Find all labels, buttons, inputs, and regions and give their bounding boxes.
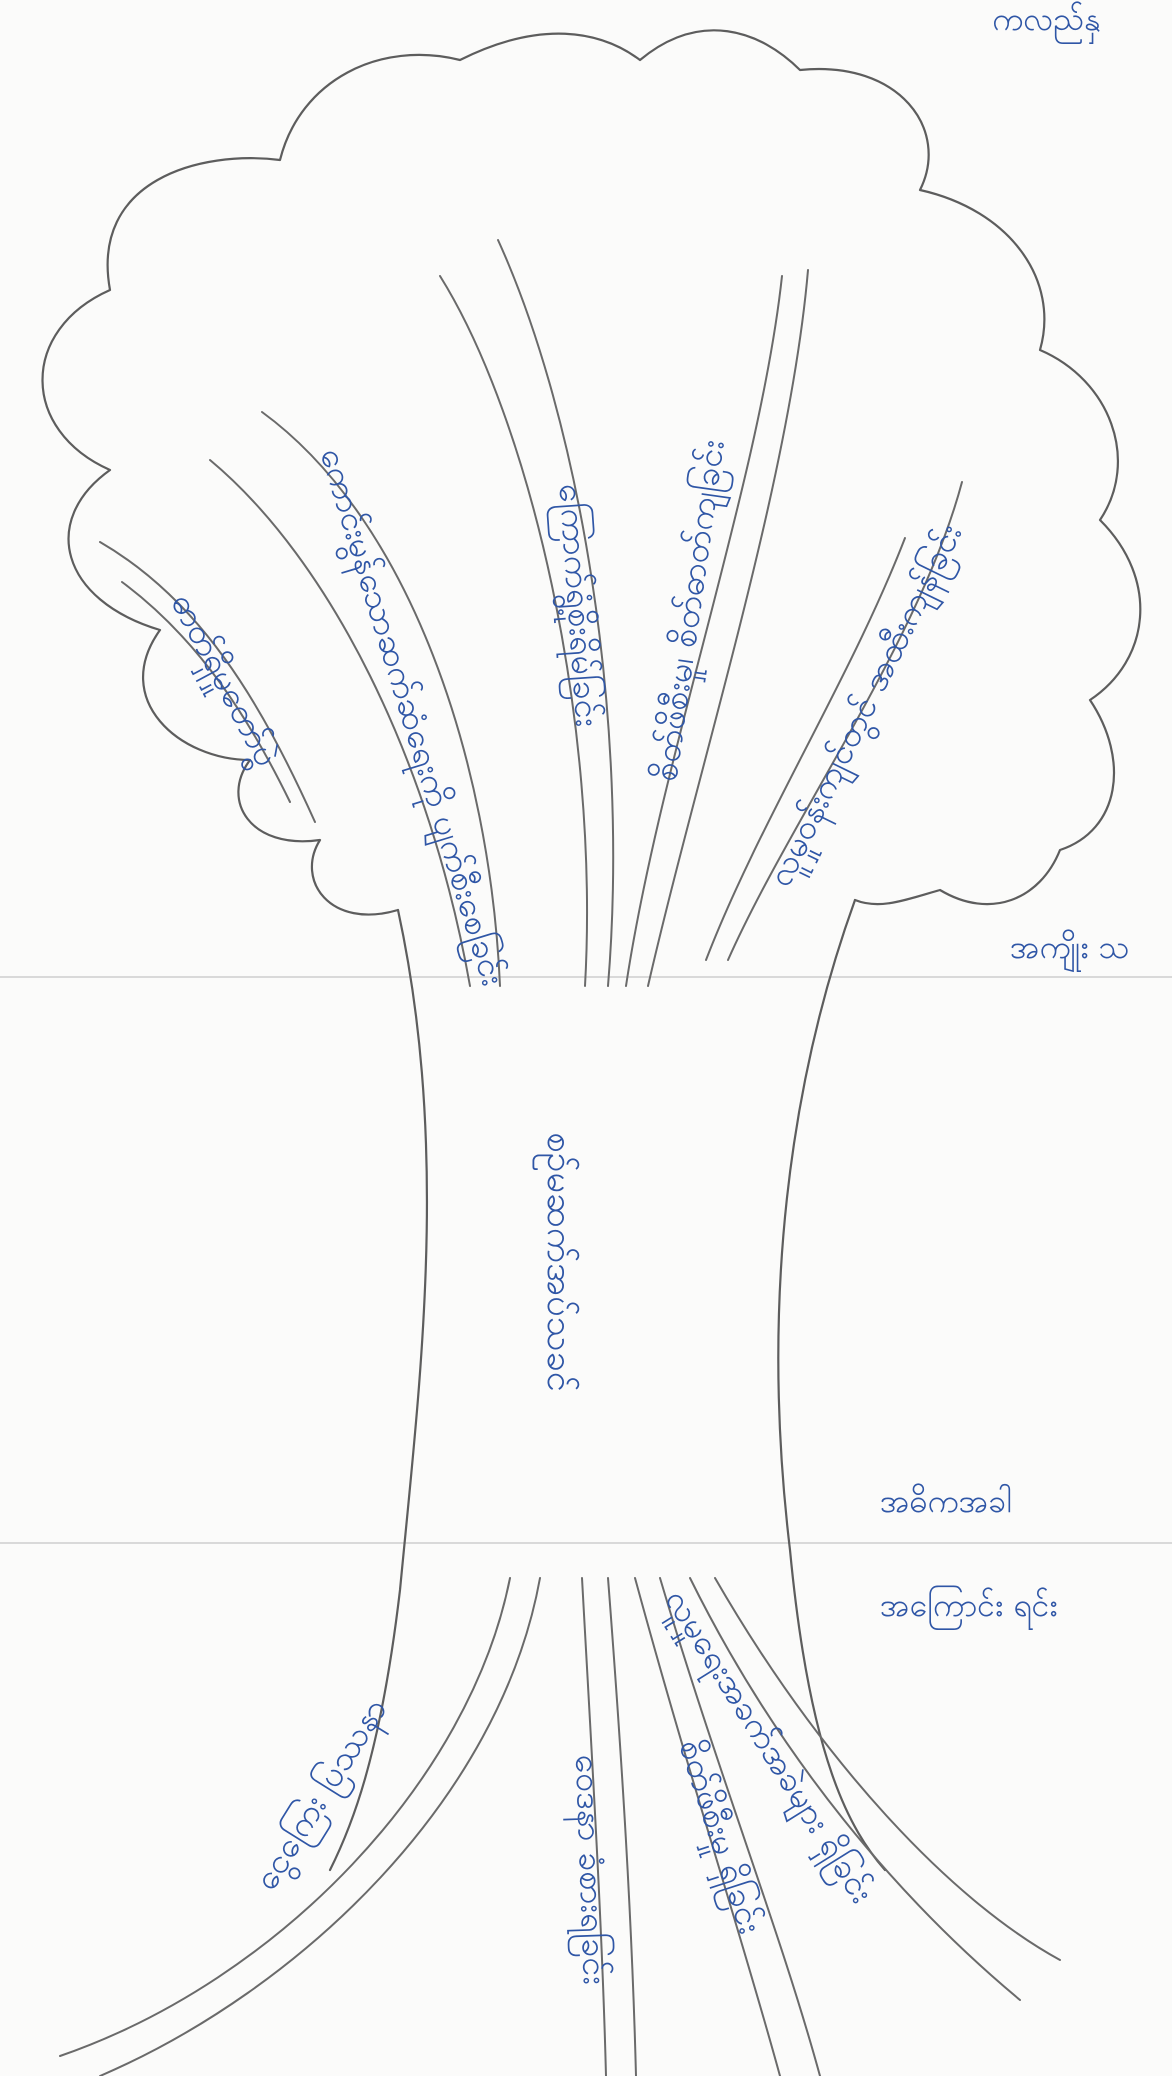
root-line <box>660 1578 820 2076</box>
note-roots-side: အကြောင်း ရင်း <box>880 1586 1058 1630</box>
branch-label-1: ဓာတ်ရှိမှုတော်ပွဲ <box>157 587 287 776</box>
note-leaves-side: အကျိုး သ <box>1010 928 1130 972</box>
trunk-label: စဉ်မဆက်အပ်သခင် <box>532 1132 580 1391</box>
root-line <box>608 1578 636 2076</box>
branch-label-4: စိတ်ဖိစီးမှု၊ စိတ်ဓာတ်ကျခြင်း <box>645 437 738 784</box>
root-label-4: ငွေကြေး ပြဿနာ <box>246 1691 401 1901</box>
branch-line <box>706 538 905 960</box>
root-label-3: ဝေဒနာ ခံစားရခြင်း <box>561 1754 615 1986</box>
note-top: ကလည်နှ <box>992 0 1101 44</box>
root-label-2: စိတ်ဖိစီးမှု ရှိခြင်း <box>665 1735 771 1941</box>
note-trunk-side: အဓိကအခါ <box>880 1482 1012 1520</box>
branch-label-2: ကောင်းမွန်သောဆက်ဆံရေးကို ပျက်စီးစေခြင်း <box>306 443 514 992</box>
trunk-right-outline <box>778 900 885 1870</box>
tree-canopy-outline <box>43 30 1141 914</box>
branch-label-3: ကြောက်ရွံ့စိုးရိမ်ခြင်း <box>545 482 608 729</box>
branch-label-5: လူမှုဝန်းကျင်တွင် အထီးကျန်ခြင်း <box>760 517 976 895</box>
